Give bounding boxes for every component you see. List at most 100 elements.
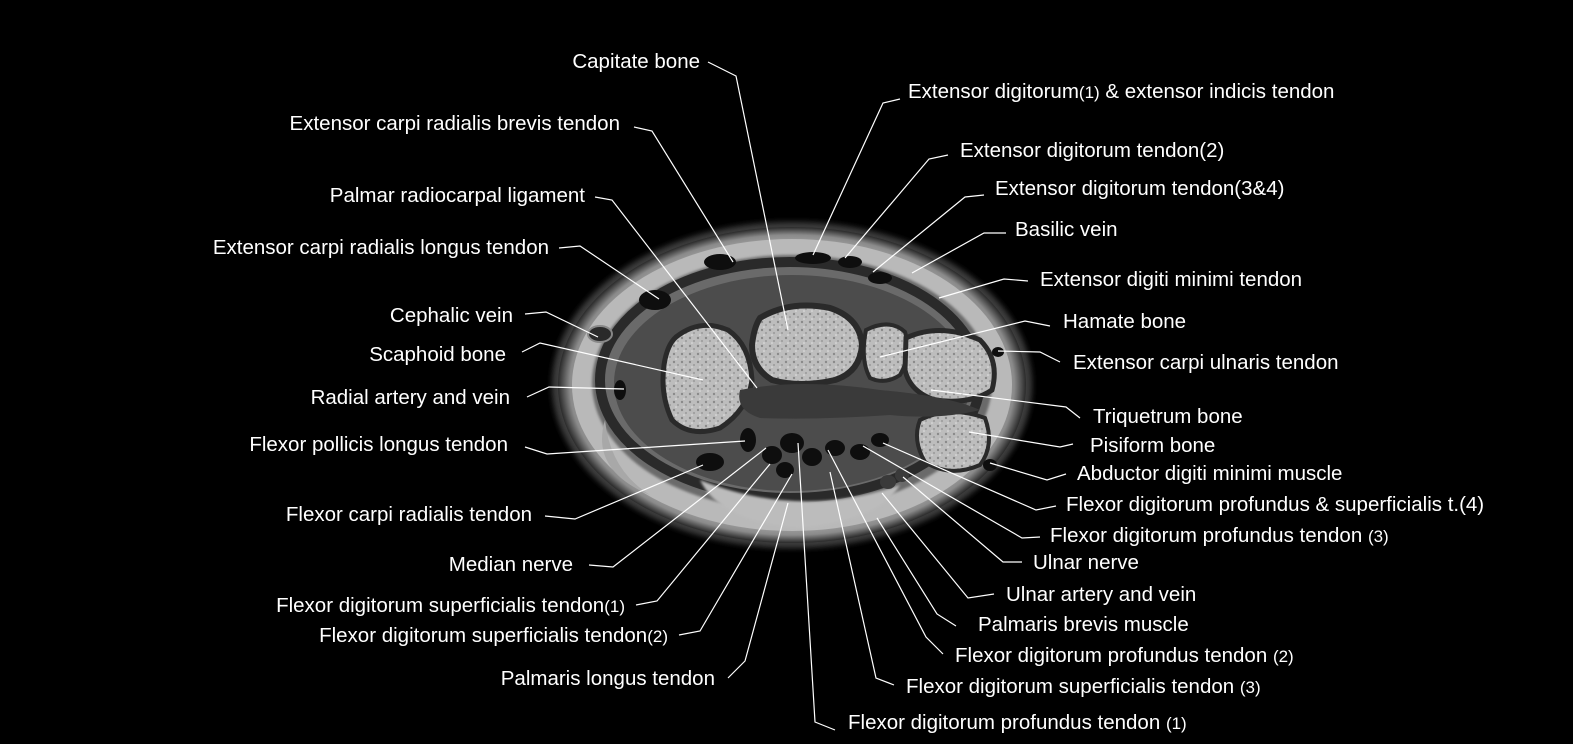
label-fdp1: Flexor digitorum profundus tendon (1) (848, 711, 1187, 736)
label-index: (2) (1272, 647, 1294, 666)
label-ed1-ei: Extensor digitorum(1) & extensor indicis… (908, 80, 1334, 105)
leader-line-triquetrum (930, 389, 1081, 419)
label-fpl: Flexor pollicis longus tendon (249, 433, 508, 457)
leader-line-hamate (879, 320, 1051, 358)
leader-line-adm (989, 462, 1067, 481)
label-text: Extensor digitorum tendon(2) (960, 139, 1225, 162)
label-text: Median nerve (448, 553, 573, 576)
label-fdp3: Flexor digitorum profundus tendon (3) (1050, 524, 1389, 549)
leader-lines (521, 61, 1081, 731)
label-text: Scaphoid bone (369, 343, 506, 366)
leader-line-fds1 (635, 463, 771, 606)
leader-line-fdp2 (827, 449, 944, 655)
label-text: Hamate bone (1063, 310, 1187, 333)
label-pisiform: Pisiform bone (1090, 434, 1215, 458)
leader-line-edm (938, 278, 1029, 299)
leader-line-ed34 (872, 194, 985, 273)
leader-line-fdp-fds4 (882, 442, 1057, 511)
tendons-and-vessels (587, 252, 1004, 489)
label-index: (1) (604, 597, 625, 616)
leader-line-palmar-radiocarpal (594, 196, 758, 389)
leader-line-fdp1 (797, 442, 836, 731)
leader-line-palmaris-brevis (876, 517, 957, 627)
leader-line-ulnar-nerve (902, 476, 1022, 563)
label-ulnar-av: Ulnar artery and vein (1006, 583, 1196, 607)
label-text: Flexor digitorum profundus tendon (955, 644, 1273, 667)
leader-line-scaphoid (521, 342, 704, 381)
label-basilic: Basilic vein (1015, 218, 1118, 242)
label-index: (1) (1078, 83, 1100, 102)
label-text-tail: & extensor indicis tendon (1099, 80, 1335, 103)
label-text: Palmaris longus tendon (500, 667, 715, 690)
label-edm: Extensor digiti minimi tendon (1040, 268, 1302, 292)
leader-line-ed2 (844, 154, 949, 259)
label-median-nerve: Median nerve (449, 553, 573, 577)
label-ecrl: Extensor carpi radialis longus tendon (213, 236, 549, 260)
label-text: Flexor digitorum profundus tendon (848, 711, 1166, 734)
label-index: (2) (647, 627, 668, 646)
label-text: Extensor carpi radialis longus tendon (212, 236, 549, 259)
label-fds1: Flexor digitorum superficialis tendon(1) (276, 594, 625, 619)
label-text: Flexor digitorum profundus tendon (1050, 524, 1368, 547)
label-text: Flexor digitorum superficialis tendon (319, 624, 648, 647)
label-index: (3) (1239, 678, 1261, 697)
label-ed2: Extensor digitorum tendon(2) (960, 139, 1224, 163)
label-hamate: Hamate bone (1063, 310, 1186, 334)
label-ecu: Extensor carpi ulnaris tendon (1073, 351, 1339, 375)
label-ed34: Extensor digitorum tendon(3&4) (995, 177, 1284, 201)
label-text: Abductor digiti minimi muscle (1077, 462, 1343, 485)
label-fdp2: Flexor digitorum profundus tendon (2) (955, 644, 1294, 669)
leader-line-fds2 (678, 473, 793, 636)
label-radial-av: Radial artery and vein (311, 386, 510, 410)
leader-line-ecu (997, 350, 1061, 363)
label-index: (1) (1165, 714, 1187, 733)
leader-line-capitate (707, 61, 789, 331)
label-index: (3) (1367, 527, 1389, 546)
label-capitate: Capitate bone (572, 50, 700, 74)
leader-line-fdp3 (862, 445, 1041, 539)
label-text: Extensor carpi radialis brevis tendon (289, 112, 620, 135)
label-palmaris-longus: Palmaris longus tendon (501, 667, 715, 691)
leader-line-median-nerve (588, 447, 767, 568)
triquetrum-bone (902, 327, 997, 404)
label-fds3: Flexor digitorum superficialis tendon (3… (906, 675, 1261, 700)
label-text: Capitate bone (572, 50, 700, 73)
leader-line-fcr (544, 464, 704, 520)
leader-line-radial-av (526, 386, 625, 398)
label-text: Extensor digiti minimi tendon (1040, 268, 1303, 291)
leader-line-ecrb (633, 126, 734, 263)
label-text: Cephalic vein (389, 304, 513, 327)
label-adm: Abductor digiti minimi muscle (1077, 462, 1342, 486)
label-text: Triquetrum bone (1093, 405, 1243, 428)
label-cephalic: Cephalic vein (390, 304, 513, 328)
label-text: Radial artery and vein (310, 386, 510, 409)
leader-line-ed1-ei (812, 98, 901, 256)
label-text: Flexor digitorum superficialis tendon (906, 675, 1240, 698)
label-text: Palmar radiocarpal ligament (329, 184, 585, 207)
label-text: Extensor digitorum (908, 80, 1079, 103)
label-triquetrum: Triquetrum bone (1093, 405, 1243, 429)
label-palmar-radiocarpal: Palmar radiocarpal ligament (330, 184, 585, 208)
hamate-bone (861, 322, 910, 383)
leader-line-ulnar-av (881, 492, 995, 599)
label-palmaris-brevis: Palmaris brevis muscle (978, 613, 1189, 637)
label-ulnar-nerve: Ulnar nerve (1033, 551, 1139, 575)
label-text: Basilic vein (1015, 218, 1118, 241)
capitate-bone (748, 302, 866, 387)
label-text: Flexor digitorum superficialis tendon (276, 594, 605, 617)
label-scaphoid: Scaphoid bone (369, 343, 506, 367)
label-text: Ulnar nerve (1033, 551, 1139, 574)
label-text: Pisiform bone (1090, 434, 1216, 457)
label-fcr: Flexor carpi radialis tendon (286, 503, 532, 527)
label-ecrb: Extensor carpi radialis brevis tendon (290, 112, 620, 136)
leader-line-ecrl (558, 245, 660, 300)
label-text: Extensor carpi ulnaris tendon (1073, 351, 1339, 374)
label-text: Flexor pollicis longus tendon (249, 433, 508, 456)
leader-line-palmaris-longus (727, 502, 789, 679)
leader-line-fds3 (829, 471, 895, 686)
leader-line-fpl (524, 440, 746, 455)
leader-line-cephalic (524, 311, 599, 338)
label-text: Flexor carpi radialis tendon (285, 503, 532, 526)
